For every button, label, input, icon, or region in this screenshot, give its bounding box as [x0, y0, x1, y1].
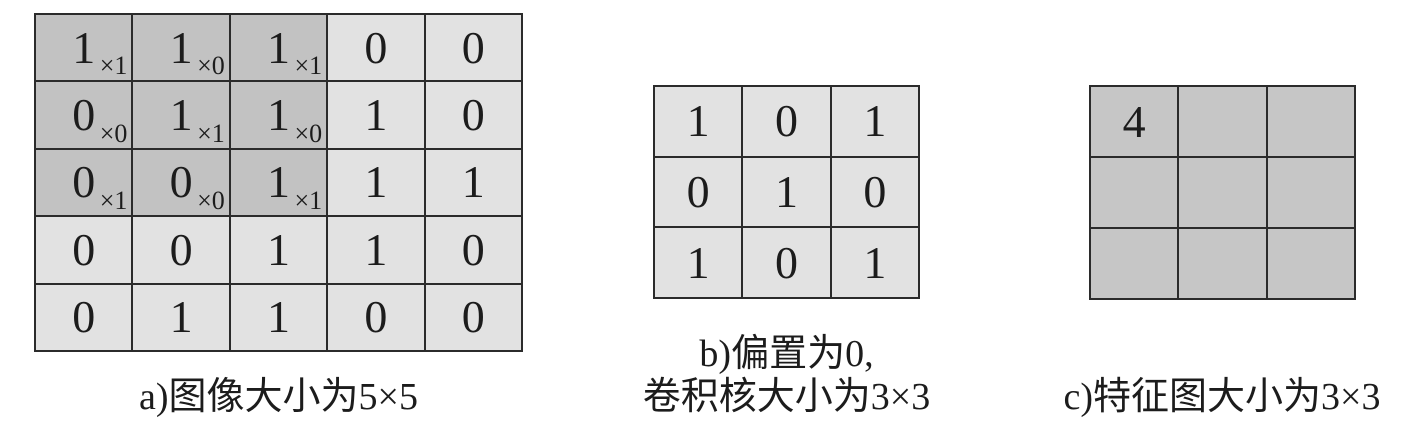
cell-subscript: ×1 — [294, 51, 323, 81]
cell-subscript: ×1 — [99, 186, 128, 216]
cell-value: 0 — [169, 156, 193, 208]
cell-value: 0 — [461, 89, 485, 141]
cell-value: 1 — [266, 21, 290, 73]
cell-value: 1 — [863, 236, 887, 288]
cell-value: 1 — [72, 21, 96, 73]
grid-cell — [1267, 158, 1354, 227]
grid-cell: 0 — [425, 284, 521, 350]
grid-cell: 1 — [743, 157, 830, 227]
grid-cell: 0×0 — [36, 82, 132, 148]
cell-value: 0 — [461, 21, 485, 73]
grid-cell: 0 — [425, 217, 521, 283]
grid-cell — [1179, 87, 1266, 156]
cell-value: 0 — [72, 291, 96, 343]
cell-subscript: ×0 — [99, 118, 128, 148]
cell-subscript: ×0 — [197, 51, 225, 81]
grid-cell — [1179, 229, 1266, 298]
cell-value: 1 — [266, 223, 290, 275]
grid-cell: 0 — [743, 87, 830, 156]
cell-value: 1 — [364, 223, 388, 275]
grid-cell: 0 — [36, 217, 132, 283]
grid-cell: 1 — [328, 217, 424, 283]
grid-cell: 1×0 — [133, 15, 229, 81]
grid-cell: 1 — [655, 87, 742, 156]
cell-value: 0 — [169, 223, 193, 275]
cell-value: 0 — [774, 236, 798, 288]
grid-cell: 0 — [425, 82, 521, 148]
grid-cell — [1091, 158, 1178, 227]
grid-cell: 0×1 — [36, 149, 132, 216]
feature-map-grid: 4 — [1089, 85, 1356, 300]
grid-cell: 0 — [655, 157, 742, 227]
grid-cell — [1091, 229, 1178, 298]
caption-feature-map: c)特征图大小为3×3 — [1063, 376, 1381, 418]
grid-cell: 1×1 — [133, 82, 229, 148]
grid-cell: 0×0 — [133, 149, 229, 216]
grid-cell: 1 — [230, 284, 327, 350]
cell-subscript: ×1 — [197, 118, 225, 148]
grid-cell: 1×0 — [230, 82, 327, 148]
grid-cell: 1 — [328, 149, 424, 216]
cell-value: 0 — [461, 291, 485, 343]
cell-value: 1 — [169, 89, 193, 141]
caption-kernel: b)偏置为0, 卷积核大小为3×3 — [642, 333, 931, 418]
grid-cell: 4 — [1091, 87, 1178, 156]
grid-cell: 0 — [133, 217, 229, 283]
cell-value: 1 — [461, 156, 485, 208]
grid-cell: 1 — [230, 217, 327, 283]
grid-cell: 0 — [425, 15, 521, 81]
cell-value: 0 — [72, 223, 96, 275]
cell-subscript: ×1 — [294, 186, 323, 216]
cell-subscript: ×0 — [197, 186, 225, 216]
caption-input-image: a)图像大小为5×5 — [139, 376, 418, 418]
grid-cell: 1 — [655, 228, 742, 297]
cell-value: 1 — [266, 291, 290, 343]
grid-cell: 1 — [831, 87, 918, 156]
cell-value: 4 — [1122, 95, 1146, 147]
cell-value: 1 — [266, 89, 290, 141]
grid-cell: 0 — [328, 15, 424, 81]
cell-value: 1 — [686, 95, 710, 147]
cell-value: 0 — [72, 89, 96, 141]
grid-cell: 1 — [831, 228, 918, 297]
cell-value: 0 — [364, 291, 388, 343]
cell-subscript: ×1 — [99, 51, 128, 81]
cell-value: 1 — [266, 156, 290, 208]
cell-value: 1 — [364, 89, 388, 141]
cell-value: 0 — [863, 165, 887, 217]
cell-value: 0 — [461, 223, 485, 275]
cell-value: 0 — [364, 21, 388, 73]
cell-value: 0 — [686, 165, 710, 217]
cell-subscript: ×0 — [294, 118, 323, 148]
grid-cell: 1 — [133, 284, 229, 350]
grid-cell: 1×1 — [36, 15, 132, 81]
cell-value: 0 — [72, 156, 96, 208]
grid-cell — [1179, 158, 1266, 227]
grid-cell: 1 — [425, 149, 521, 216]
kernel-grid: 1 0 1 0 1 0 1 0 1 — [653, 85, 920, 299]
grid-cell — [1267, 229, 1354, 298]
cell-value: 1 — [364, 156, 388, 208]
grid-cell — [1267, 87, 1354, 156]
grid-cell: 1×1 — [230, 15, 327, 81]
grid-cell: 0 — [36, 284, 132, 350]
cell-value: 1 — [863, 95, 887, 147]
grid-cell: 0 — [328, 284, 424, 350]
grid-cell: 0 — [831, 157, 918, 227]
cell-value: 0 — [774, 95, 798, 147]
grid-cell: 1 — [328, 82, 424, 148]
cell-value: 1 — [169, 291, 193, 343]
grid-cell: 0 — [743, 228, 830, 297]
cell-value: 1 — [169, 21, 193, 73]
cell-value: 1 — [686, 236, 710, 288]
cell-value: 1 — [774, 165, 798, 217]
grid-cell: 1×1 — [230, 149, 327, 216]
